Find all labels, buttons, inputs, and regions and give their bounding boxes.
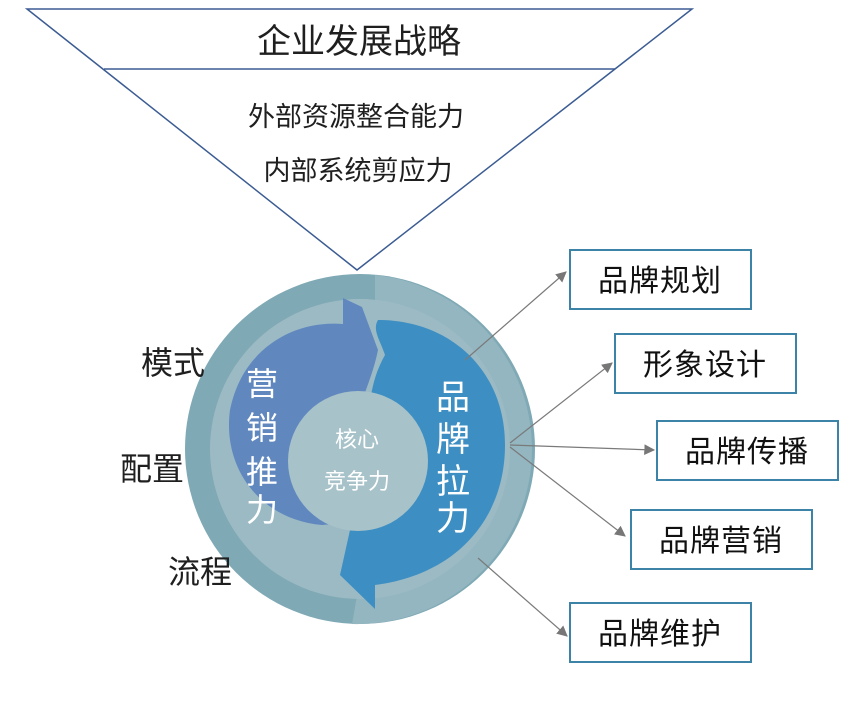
outer-ring-right-highlight xyxy=(352,275,532,625)
connector-spread xyxy=(509,444,656,456)
brand-box-marketing: 品牌营销 xyxy=(630,509,813,570)
strategy-line-2: 内部系统剪应力 xyxy=(264,156,453,187)
brand-box-spread: 品牌传播 xyxy=(656,420,839,481)
box-label: 品牌维护 xyxy=(598,617,722,652)
box-frame xyxy=(656,420,839,481)
strategy-triangle: 企业发展战略 外部资源整合能力 内部系统剪应力 xyxy=(24,8,695,271)
push-char-1: 营 xyxy=(246,365,278,403)
connector-design xyxy=(509,362,613,444)
brand-box-maintain: 品牌维护 xyxy=(569,602,752,663)
push-char-3: 推 xyxy=(246,453,278,491)
label-moshi: 模式 xyxy=(141,344,205,382)
core-label-line1: 核心 xyxy=(335,428,379,453)
label-peizhi: 配置 xyxy=(120,450,184,488)
connectors xyxy=(464,271,656,637)
strategy-title: 企业发展战略 xyxy=(257,22,461,62)
pull-char-1: 品 xyxy=(436,378,470,418)
connector-marketing xyxy=(509,446,626,537)
label-liucheng: 流程 xyxy=(168,553,232,591)
brand-box-plan: 品牌规划 xyxy=(569,249,752,310)
pull-char-2: 牌 xyxy=(436,420,470,460)
connector-maintain xyxy=(477,557,568,637)
connector-plan xyxy=(464,271,567,361)
box-frame xyxy=(569,249,752,310)
strategy-line-1: 外部资源整合能力 xyxy=(248,102,464,133)
core-circle: 核心 竞争力 营 销 推 力 品 牌 拉 力 xyxy=(185,274,535,625)
core-disc xyxy=(288,391,428,531)
push-char-2: 销 xyxy=(246,409,278,447)
push-char-4: 力 xyxy=(246,491,278,529)
box-label: 品牌规划 xyxy=(598,264,722,299)
brand-box-design: 形象设计 xyxy=(614,333,797,394)
box-frame xyxy=(569,602,752,663)
triangle-outline xyxy=(24,8,695,271)
core-label-line2: 竞争力 xyxy=(324,470,390,495)
box-label: 品牌营销 xyxy=(659,524,783,559)
box-label: 形象设计 xyxy=(643,348,767,383)
box-frame xyxy=(630,509,813,570)
box-label: 品牌传播 xyxy=(685,435,809,470)
box-frame xyxy=(614,333,797,394)
pull-char-3: 拉 xyxy=(436,462,470,502)
pull-char-4: 力 xyxy=(436,499,470,539)
